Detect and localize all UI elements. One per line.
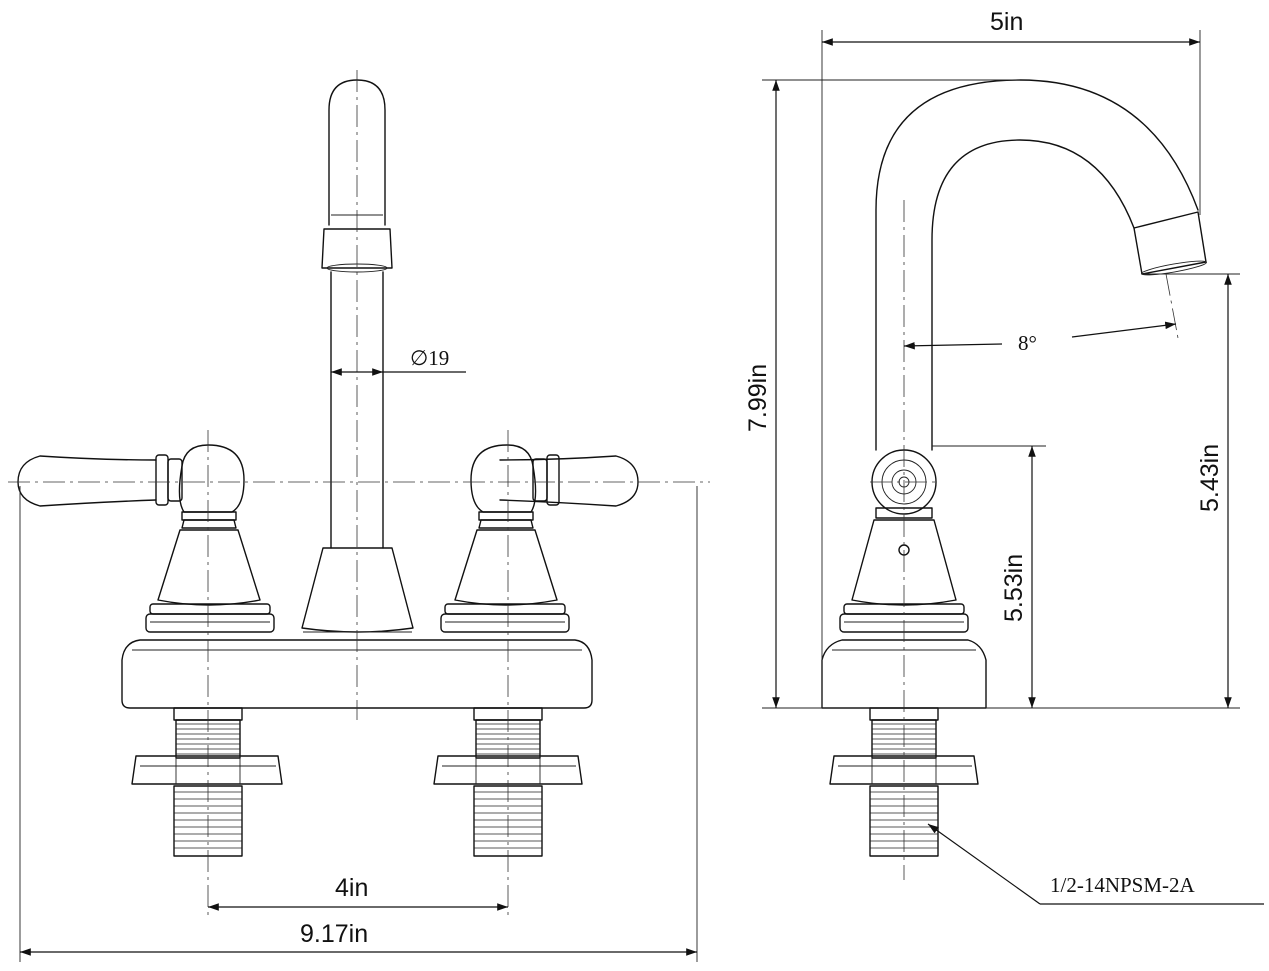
- thread-spec-label: 1/2-14NPSM-2A: [1050, 873, 1196, 897]
- side-view: 5in 7.99in 5.53in 5.43in 8° 1/2-14NPSM-2…: [744, 8, 1264, 905]
- spout-diameter-label: ∅19: [410, 346, 449, 370]
- spout-height-label: 5.43in: [1196, 444, 1224, 512]
- front-spout: [301, 79, 414, 633]
- side-extension-lines: [762, 30, 1240, 709]
- dim-spout-angle: 8°: [903, 321, 1177, 355]
- dim-spout-height: 5.43in: [1196, 274, 1232, 708]
- handle-height-label: 5.53in: [1000, 554, 1028, 622]
- front-right-handle: [440, 444, 639, 633]
- front-view: ∅19 4in 9.17in: [8, 70, 710, 962]
- spread-label: 4in: [335, 874, 368, 902]
- thread-callout: 1/2-14NPSM-2A: [927, 823, 1264, 905]
- side-centerlines: [870, 200, 1179, 880]
- front-left-shank: [131, 707, 283, 857]
- dim-handle-height: 5.53in: [1000, 446, 1036, 708]
- front-centerlines: [8, 70, 710, 915]
- front-left-handle: [17, 444, 275, 633]
- dim-spout-diameter: ∅19: [331, 346, 466, 376]
- side-spout: [875, 79, 1207, 451]
- dim-overall-width: 9.17in: [19, 486, 698, 962]
- dim-reach: 5in: [822, 8, 1200, 46]
- total-height-label: 7.99in: [744, 364, 772, 432]
- reach-label: 5in: [990, 8, 1023, 36]
- spout-angle-label: 8°: [1018, 331, 1037, 355]
- overall-width-label: 9.17in: [300, 920, 368, 948]
- dim-total-height: 7.99in: [744, 80, 780, 708]
- dim-spread: 4in: [208, 874, 508, 911]
